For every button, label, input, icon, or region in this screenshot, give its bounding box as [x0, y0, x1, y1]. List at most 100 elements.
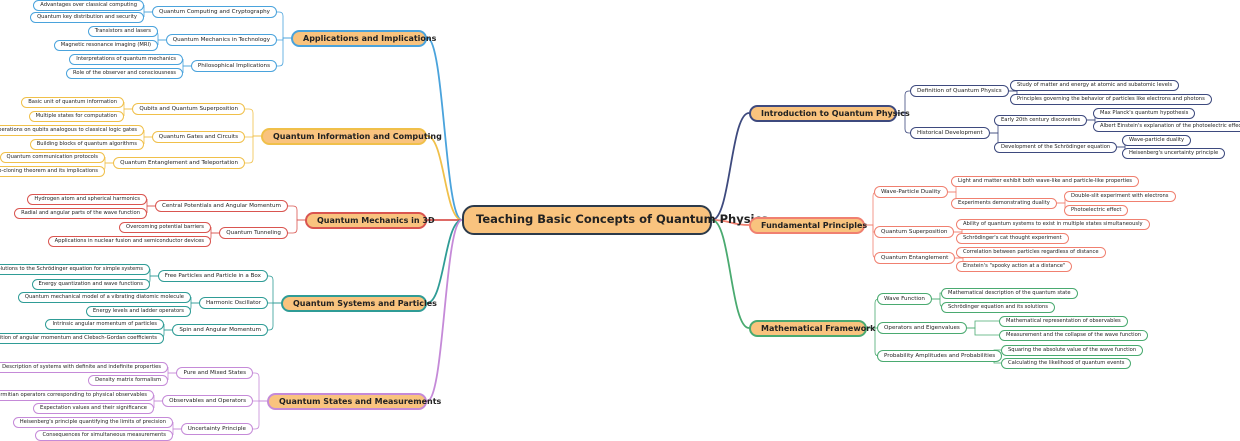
- branch-fundamental[interactable]: Fundamental Principles: [749, 216, 867, 234]
- subtopic[interactable]: Harmonic Oscillator: [198, 297, 268, 309]
- subtopic[interactable]: Observables and Operators: [162, 395, 253, 407]
- subtopic[interactable]: Qubits and Quantum Superposition: [132, 103, 245, 115]
- leaf-topic[interactable]: Energy levels and ladder operators: [85, 305, 191, 317]
- subtopic[interactable]: Quantum Entanglement and Teleportation: [113, 157, 245, 169]
- leaf-connector: [210, 227, 219, 234]
- leaf-topic[interactable]: Quantum mechanical model of a vibrating …: [17, 291, 191, 303]
- subtopic[interactable]: Quantum Tunneling: [219, 227, 288, 239]
- subtopic[interactable]: Spin and Angular Momentum: [172, 324, 268, 336]
- subtopic[interactable]: Quantum Superposition: [874, 226, 955, 238]
- leaf-topic[interactable]: Expectation values and their significanc…: [33, 402, 154, 414]
- branch-applications[interactable]: Applications and Implications: [291, 29, 436, 47]
- leaf-topic[interactable]: Heisenberg's principle quantifying the l…: [12, 416, 173, 428]
- leaf-topic[interactable]: Einstein's "spooky action at a distance": [956, 260, 1073, 272]
- branch-connector: [268, 275, 281, 304]
- branch-mechanics3d[interactable]: Quantum Mechanics in 3D: [305, 211, 435, 229]
- leaf-topic[interactable]: Double-slit experiment with electrons: [1064, 190, 1176, 202]
- branch-connector: [897, 112, 910, 134]
- leaf-topic[interactable]: Light and matter exhibit both wave-like …: [951, 175, 1139, 187]
- subtopic[interactable]: Quantum Gates and Circuits: [151, 131, 245, 143]
- leaf-connector: [167, 367, 176, 374]
- root-connector-applications: [426, 37, 463, 221]
- leaf-topic[interactable]: Basic unit of quantum information: [21, 96, 124, 108]
- leaf-topic[interactable]: Role of the observer and consciousness: [66, 67, 183, 79]
- branch-connector: [277, 11, 291, 39]
- leaf-topic[interactable]: Building blocks of quantum algorithms: [29, 138, 144, 150]
- subtopic[interactable]: Probability Amplitudes and Probabilities: [877, 350, 1003, 362]
- leaf-topic[interactable]: Consequences for simultaneous measuremen…: [35, 429, 173, 441]
- leaf-topic[interactable]: Quantum key distribution and security: [30, 11, 144, 23]
- leaf-topic[interactable]: Overcoming potential barriers: [119, 221, 211, 233]
- subtopic[interactable]: Wave-Particle Duality: [874, 186, 948, 198]
- leaf-topic[interactable]: Radial and angular parts of the wave fun…: [14, 207, 147, 219]
- branch-connector: [277, 37, 291, 67]
- leaf-topic[interactable]: Hermitian operators corresponding to phy…: [0, 389, 154, 401]
- subtopic[interactable]: Historical Development: [910, 127, 990, 139]
- leaf-connector: [123, 108, 132, 116]
- leaf-topic[interactable]: Energy quantization and wave functions: [31, 278, 150, 290]
- leaf-topic[interactable]: Intrinsic angular momentum of particles: [45, 318, 164, 330]
- leaf-topic[interactable]: No-cloning theorem and its implications: [0, 165, 105, 177]
- subtopic[interactable]: Quantum Entanglement: [874, 252, 956, 264]
- subtopic[interactable]: Philosophical Implications: [190, 60, 277, 72]
- leaf-connector: [146, 199, 155, 207]
- leaf-topic[interactable]: Addition of angular momentum and Clebsch…: [0, 332, 164, 344]
- subtopic[interactable]: Central Potentials and Angular Momentum: [154, 200, 288, 212]
- leaf-topic[interactable]: Solutions to the Schrödinger equation fo…: [0, 263, 150, 275]
- leaf-topic[interactable]: Operations on qubits analogous to classi…: [0, 124, 144, 136]
- subtopic[interactable]: Free Particles and Particle in a Box: [157, 270, 268, 282]
- leaf-connector: [149, 269, 158, 277]
- leaf-connector: [172, 422, 181, 430]
- branch-connector: [288, 205, 305, 221]
- subtopic[interactable]: Quantum Mechanics in Technology: [165, 34, 277, 46]
- root-topic[interactable]: Teaching Basic Concepts of Quantum Physi…: [462, 205, 768, 235]
- leaf-topic[interactable]: Albert Einstein's explanation of the pho…: [1093, 120, 1240, 132]
- leaf-topic[interactable]: Magnetic resonance imaging (MRI): [53, 39, 158, 51]
- branch-connector: [245, 108, 261, 137]
- leaf-topic[interactable]: Interpretations of quantum mechanics: [69, 53, 183, 65]
- leaf-topic[interactable]: Transistors and lasers: [87, 25, 158, 37]
- root-connector-systems: [426, 219, 463, 304]
- leaf-connector: [123, 102, 132, 110]
- branch-connector: [253, 400, 267, 430]
- leaf-topic[interactable]: Experiments demonstrating duality: [951, 197, 1057, 209]
- leaf-topic[interactable]: Calculating the likelihood of quantum ev…: [1001, 357, 1132, 369]
- subtopic[interactable]: Wave Function: [877, 293, 932, 305]
- branch-intro[interactable]: Introduction to Quantum Physics: [749, 104, 910, 122]
- subtopic[interactable]: Operators and Eigenvalues: [877, 322, 967, 334]
- leaf-topic[interactable]: Correlation between particles regardless…: [956, 246, 1106, 258]
- branch-systems[interactable]: Quantum Systems and Particles: [281, 294, 437, 312]
- leaf-topic[interactable]: Quantum communication protocols: [0, 151, 105, 163]
- leaf-topic[interactable]: Early 20th century discoveries: [994, 114, 1088, 126]
- leaf-topic[interactable]: Development of the Schrödinger equation: [994, 141, 1118, 153]
- leaf-connector: [190, 297, 199, 304]
- subtopic[interactable]: Uncertainty Principle: [180, 423, 253, 435]
- leaf-topic[interactable]: Principles governing the behavior of par…: [1010, 93, 1212, 105]
- subtopic[interactable]: Quantum Computing and Cryptography: [151, 6, 277, 18]
- leaf-topic[interactable]: Mathematical representation of observabl…: [999, 315, 1128, 327]
- leaf-topic[interactable]: Applications in nuclear fusion and semic…: [47, 235, 211, 247]
- subtopic[interactable]: Pure and Mixed States: [176, 367, 253, 379]
- leaf-topic[interactable]: Schrödinger's cat thought experiment: [956, 232, 1069, 244]
- leaf-topic[interactable]: Heisenberg's uncertainty principle: [1122, 147, 1226, 159]
- leaf-topic[interactable]: Advantages over classical computing: [33, 0, 144, 11]
- leaf-topic[interactable]: Study of matter and energy at atomic and…: [1010, 79, 1180, 91]
- leaf-connector: [157, 39, 166, 45]
- leaf-topic[interactable]: Max Planck's quantum hypothesis: [1093, 107, 1196, 119]
- branch-states[interactable]: Quantum States and Measurements: [267, 392, 441, 410]
- leaf-topic[interactable]: Multiple states for computation: [28, 110, 124, 122]
- leaf-topic[interactable]: Measurement and the collapse of the wave…: [999, 329, 1149, 341]
- leaf-topic[interactable]: Mathematical description of the quantum …: [941, 287, 1078, 299]
- leaf-topic[interactable]: Schrödinger equation and its solutions: [941, 301, 1055, 313]
- leaf-topic[interactable]: Density matrix formalism: [88, 374, 168, 386]
- leaf-topic[interactable]: Ability of quantum systems to exist in m…: [956, 218, 1150, 230]
- leaf-topic[interactable]: Photoelectric effect: [1064, 204, 1129, 216]
- branch-connector: [245, 135, 261, 164]
- branch-mathematical[interactable]: Mathematical Framework: [749, 319, 875, 337]
- branch-information[interactable]: Quantum Information and Computing: [261, 127, 442, 145]
- leaf-topic[interactable]: Description of systems with definite and…: [0, 361, 168, 373]
- leaf-topic[interactable]: Squaring the absolute value of the wave …: [1001, 344, 1144, 356]
- leaf-topic[interactable]: Wave-particle duality: [1122, 134, 1192, 146]
- leaf-topic[interactable]: Hydrogen atom and spherical harmonics: [27, 193, 147, 205]
- subtopic[interactable]: Definition of Quantum Physics: [910, 85, 1009, 97]
